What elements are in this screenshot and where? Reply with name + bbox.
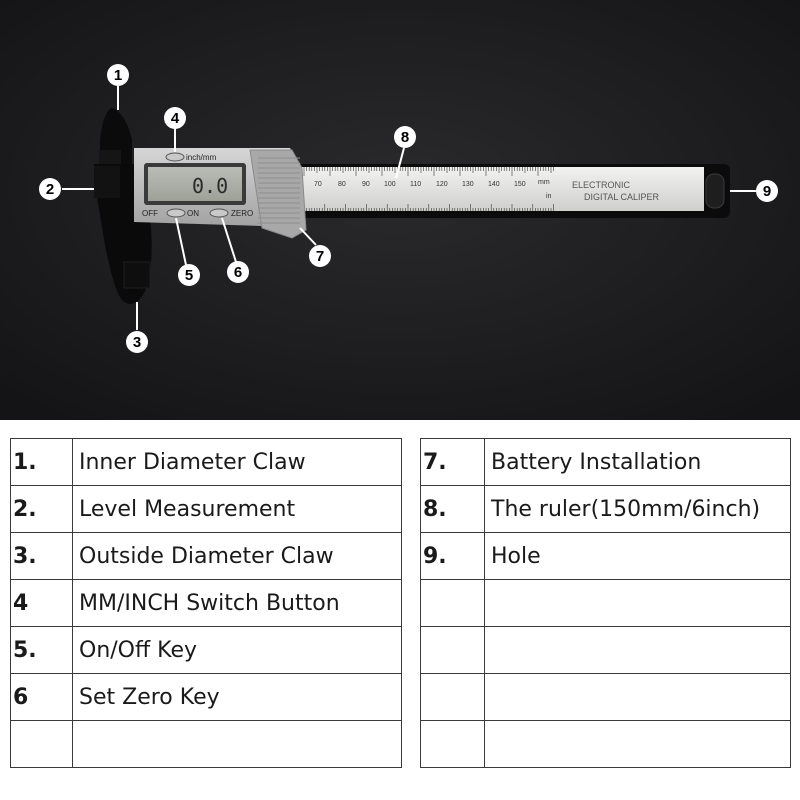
legend-label: Hole <box>484 532 791 580</box>
legend-row: 5.On/Off Key <box>10 626 402 674</box>
legend-number: 3. <box>10 532 73 580</box>
callout-8: 8 <box>394 126 416 148</box>
callout-3: 3 <box>126 331 148 353</box>
legend-label: The ruler(150mm/6inch) <box>484 485 791 533</box>
legend-row <box>420 720 791 768</box>
svg-text:6: 6 <box>234 264 242 281</box>
depth-block <box>123 261 151 289</box>
svg-text:9: 9 <box>763 183 771 200</box>
svg-text:5: 5 <box>185 267 193 284</box>
lcd-value: 0.0 <box>192 174 228 198</box>
legend-label <box>484 579 791 627</box>
legend-label: Level Measurement <box>72 485 402 533</box>
svg-text:110: 110 <box>410 181 421 188</box>
legend-label <box>72 720 402 768</box>
legend-row: 1.Inner Diameter Claw <box>10 438 402 486</box>
grip-ridges <box>258 157 300 224</box>
legend-row: 3.Outside Diameter Claw <box>10 532 402 580</box>
legend-number: 7. <box>420 438 485 486</box>
lcd-screen <box>148 167 242 201</box>
svg-text:150: 150 <box>514 181 526 188</box>
brand-line-1: ELECTRONIC <box>572 180 631 190</box>
svg-text:7: 7 <box>316 248 324 265</box>
svg-text:100: 100 <box>384 181 396 188</box>
legend-number <box>10 720 73 768</box>
legend-number <box>420 673 485 721</box>
callout-6: 6 <box>227 261 249 283</box>
svg-text:1: 1 <box>114 67 122 84</box>
jaw-step <box>99 150 121 168</box>
legend-label: Outside Diameter Claw <box>72 532 402 580</box>
callout-7: 7 <box>309 245 331 267</box>
svg-text:120: 120 <box>436 181 448 188</box>
legend-number: 9. <box>420 532 485 580</box>
ruler-scale <box>300 167 704 211</box>
svg-text:8: 8 <box>401 129 409 146</box>
off-label: OFF <box>142 209 158 218</box>
legend-row: 9.Hole <box>420 532 791 580</box>
svg-text:mm: mm <box>538 179 550 186</box>
svg-text:80: 80 <box>338 181 346 188</box>
legend-row: 2.Level Measurement <box>10 485 402 533</box>
legend-number: 6 <box>10 673 73 721</box>
legend-row <box>420 626 791 674</box>
legend-label <box>484 673 791 721</box>
legend-number: 5. <box>10 626 73 674</box>
callout-1: 1 <box>107 64 129 86</box>
legend-label <box>484 720 791 768</box>
caliper-photo: 70 80 90 100 110 120 130 140 150 mm in E… <box>0 0 800 420</box>
legend-row: 7.Battery Installation <box>420 438 791 486</box>
callout-9: 9 <box>756 180 778 202</box>
legend-label: Battery Installation <box>484 438 791 486</box>
svg-text:2: 2 <box>46 181 54 198</box>
legend-label: MM/INCH Switch Button <box>72 579 402 627</box>
legend-row <box>420 579 791 627</box>
legend-number <box>420 626 485 674</box>
on-label: ON <box>187 209 199 218</box>
svg-text:3: 3 <box>133 334 141 351</box>
svg-text:70: 70 <box>314 181 322 188</box>
legend-row <box>10 720 402 768</box>
ruler-labels: 70 80 90 100 110 120 130 140 150 mm in <box>314 179 552 200</box>
legend-label <box>484 626 791 674</box>
legend-label: Inner Diameter Claw <box>72 438 402 486</box>
brand-line-2: DIGITAL CALIPER <box>584 192 660 202</box>
unit-label: inch/mm <box>186 153 217 162</box>
zero-button <box>209 208 229 218</box>
legend-number <box>420 579 485 627</box>
svg-text:130: 130 <box>462 181 474 188</box>
svg-text:90: 90 <box>362 181 370 188</box>
svg-text:4: 4 <box>171 110 180 127</box>
legend-label: Set Zero Key <box>72 673 402 721</box>
svg-text:140: 140 <box>488 181 500 188</box>
legend-number: 8. <box>420 485 485 533</box>
level-step <box>94 166 120 198</box>
callout-5: 5 <box>178 264 200 286</box>
zero-label: ZERO <box>231 209 253 218</box>
legend-number: 4 <box>10 579 73 627</box>
callout-4: 4 <box>164 107 186 129</box>
callout-2: 2 <box>39 178 61 200</box>
end-hole <box>705 173 725 209</box>
legend-row: 8.The ruler(150mm/6inch) <box>420 485 791 533</box>
mm-inch-button <box>165 152 185 162</box>
ruler-ticks <box>303 167 554 211</box>
legend-row <box>420 673 791 721</box>
callout-lines <box>62 86 756 330</box>
legend-label: On/Off Key <box>72 626 402 674</box>
legend-number: 1. <box>10 438 73 486</box>
svg-text:in: in <box>546 193 552 200</box>
legend-number <box>420 720 485 768</box>
battery-cover <box>249 149 307 239</box>
legend-number: 2. <box>10 485 73 533</box>
on-off-button <box>166 208 186 218</box>
